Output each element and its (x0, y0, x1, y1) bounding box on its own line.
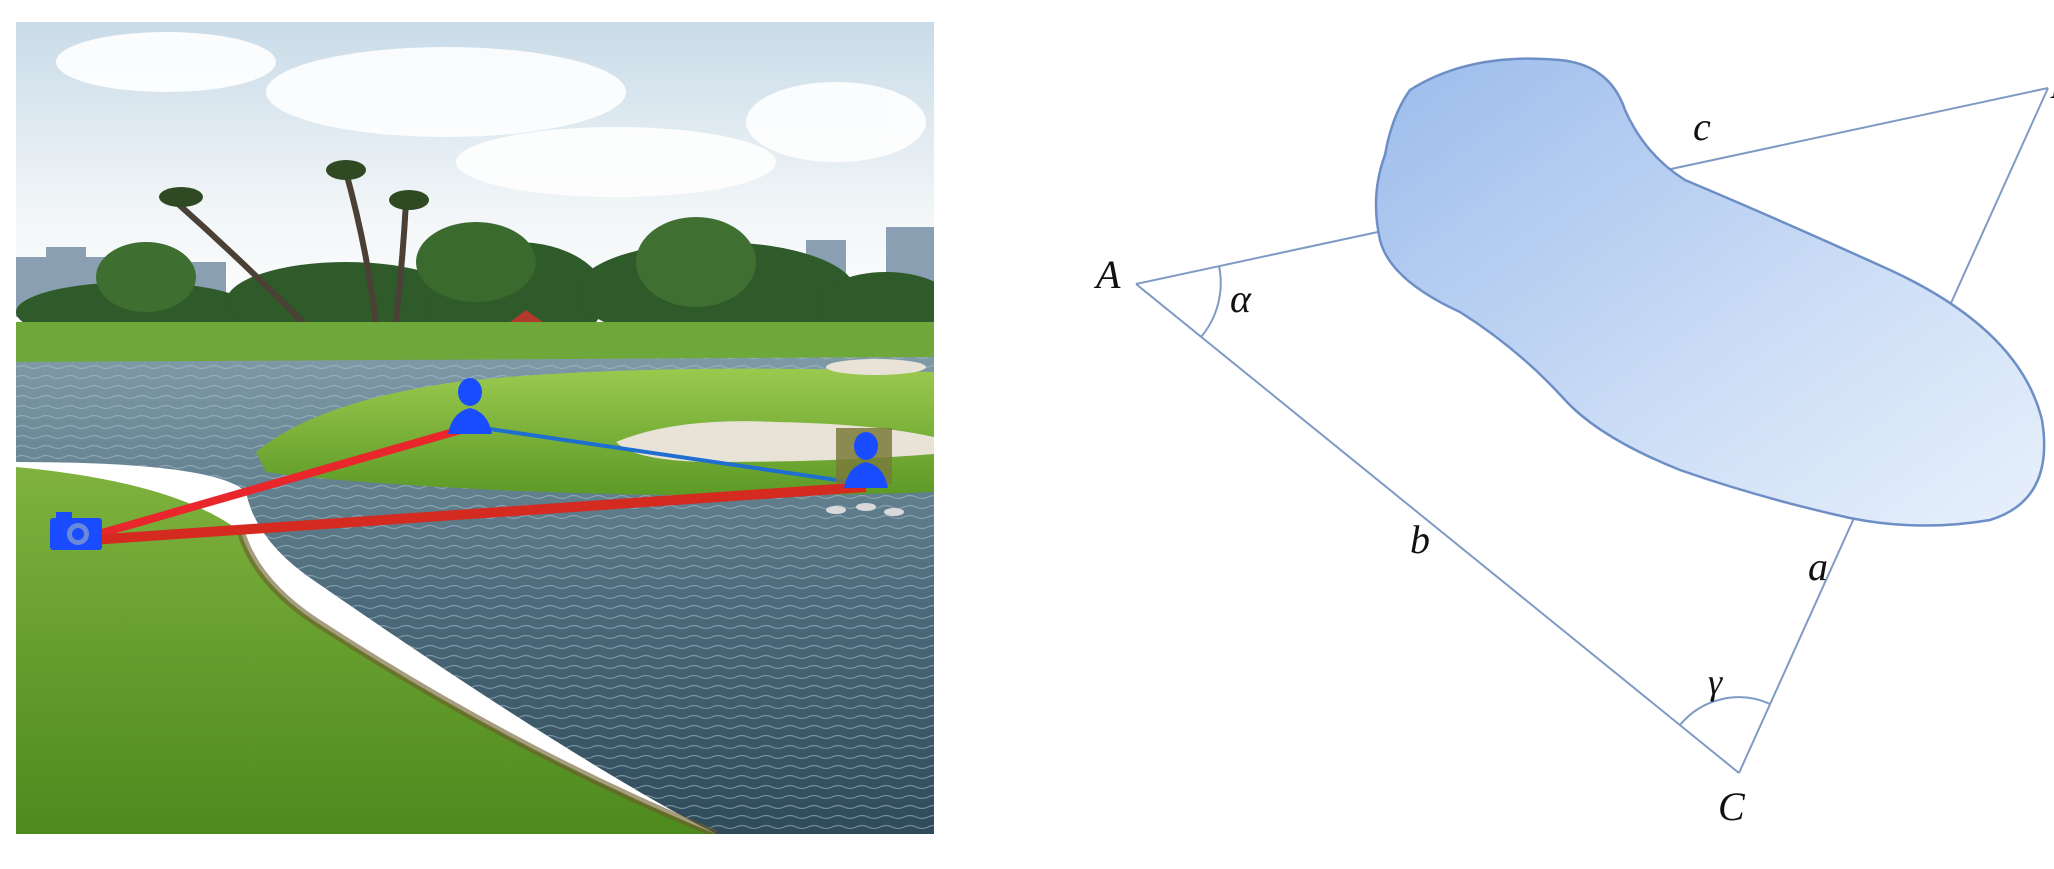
far-fairway (16, 322, 934, 367)
side-label-c: c (1693, 104, 1711, 149)
side-b-line (1135, 283, 1740, 774)
side-label-a: a (1808, 544, 1828, 589)
vertex-label-C: C (1718, 784, 1746, 829)
front-grass (16, 467, 716, 834)
triangle-lake-diagram: A B C c b a α γ (1080, 40, 2054, 864)
clouds (56, 32, 926, 197)
ducks (826, 503, 904, 516)
vertex-label-A: A (1093, 252, 1121, 297)
angle-gamma-arc (1679, 696, 1771, 726)
camera-to-near-person-line (86, 423, 473, 541)
angle-label-gamma: γ (1708, 662, 1723, 702)
golf-course-photo (16, 22, 956, 838)
person-icon (836, 428, 892, 488)
palm-fronds (159, 160, 429, 210)
diagram-svg: A B C c b a α γ (1093, 57, 2054, 829)
camera-icon (50, 512, 102, 550)
sand-bunker-far (826, 359, 926, 375)
camera-to-far-person-line (90, 482, 867, 545)
side-label-b: b (1410, 517, 1430, 562)
angle-alpha-arc (1200, 265, 1222, 338)
person-to-person-line (475, 425, 865, 486)
person-icon (448, 378, 492, 434)
lake-shape (1374, 57, 2046, 527)
island-green (256, 368, 934, 496)
photo-svg (16, 22, 956, 838)
vertex-label-B: B (2050, 62, 2054, 107)
angle-label-alpha: α (1230, 276, 1252, 321)
